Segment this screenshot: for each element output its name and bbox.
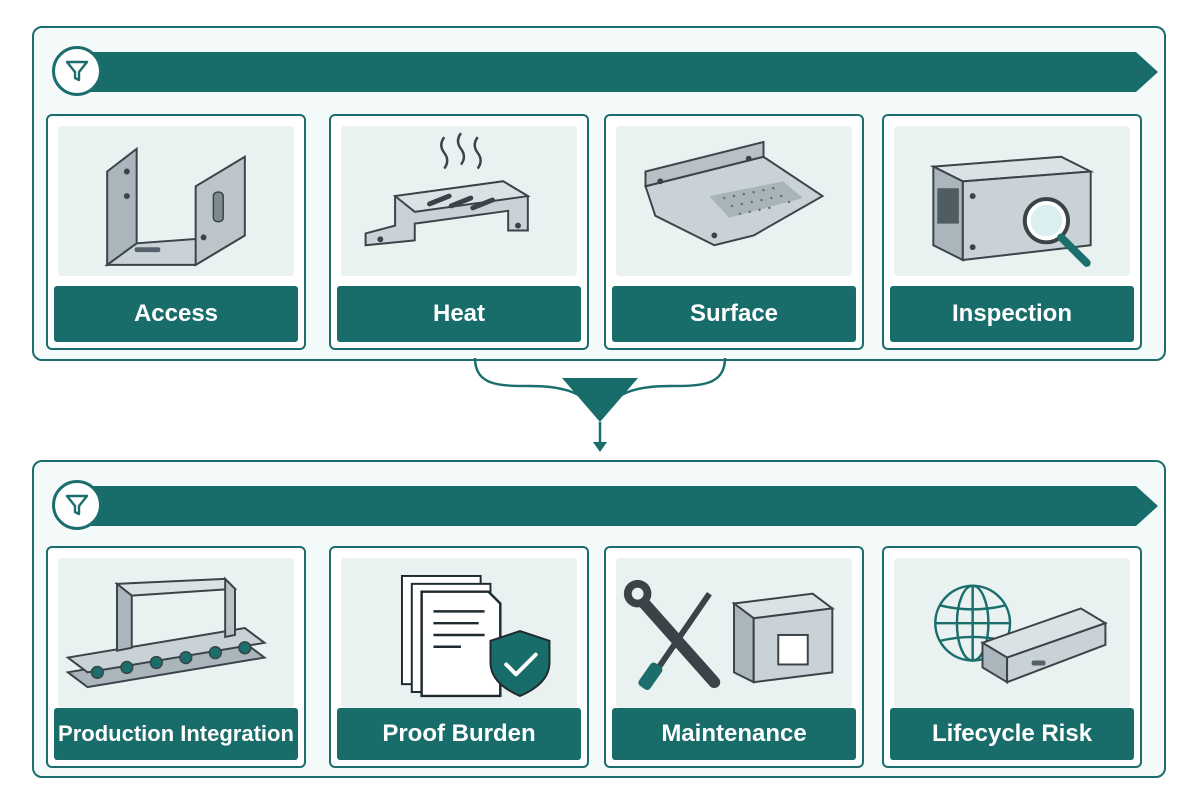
card-label: Production Integration <box>54 708 298 760</box>
card-lifecycle-risk: Lifecycle Risk <box>882 546 1142 768</box>
card-production-integration: Production Integration <box>46 546 306 768</box>
banner-arrow <box>84 486 1158 526</box>
card-label: Inspection <box>890 286 1134 342</box>
bottom-stage-banner <box>44 474 1158 536</box>
card-label: Lifecycle Risk <box>890 708 1134 760</box>
card-label: Heat <box>337 286 581 342</box>
card-heat: Heat <box>329 114 589 350</box>
open-bracket-enclosure-icon <box>58 126 294 276</box>
card-inspection: Inspection <box>882 114 1142 350</box>
top-stage-panel: Access Heat <box>32 26 1166 361</box>
box-with-magnifier-icon <box>894 126 1130 276</box>
documents-shield-icon <box>341 558 577 708</box>
card-label: Access <box>54 286 298 342</box>
bottom-stage-panel: Production Integration Proof Burden <box>32 460 1166 778</box>
card-surface: Surface <box>604 114 864 350</box>
textured-plate-icon <box>616 126 852 276</box>
top-stage-banner <box>44 40 1158 102</box>
card-proof-burden: Proof Burden <box>329 546 589 768</box>
funnel-icon <box>52 480 102 530</box>
globe-rail-icon <box>894 558 1130 708</box>
funnel-icon <box>52 46 102 96</box>
conveyor-bracket-icon <box>58 558 294 708</box>
card-access: Access <box>46 114 306 350</box>
funnel-arrow-down-icon <box>473 357 727 452</box>
banner-arrow <box>84 52 1158 92</box>
vented-heat-bracket-icon <box>341 126 577 276</box>
tools-enclosure-icon <box>616 558 852 708</box>
card-maintenance: Maintenance <box>604 546 864 768</box>
card-label: Surface <box>612 286 856 342</box>
card-label: Maintenance <box>612 708 856 760</box>
card-label: Proof Burden <box>337 708 581 760</box>
